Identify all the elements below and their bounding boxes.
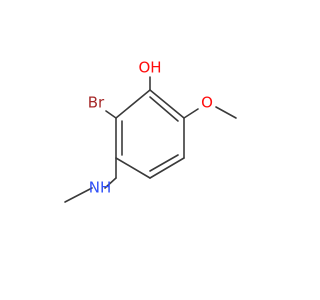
- bond-ch2-nh: [104, 177, 117, 189]
- atom-label-oh: OH: [138, 59, 161, 77]
- ring-bond-c4-c5: [115, 157, 151, 179]
- bond-o-ch3: [215, 106, 237, 119]
- ring-double-bond-inner-1: [149, 96, 179, 122]
- ring-double-bond-inner-2: [149, 154, 179, 172]
- bond-nh-ch3: [64, 187, 93, 203]
- ring-bond-c3-c4: [149, 157, 185, 179]
- bond-c2-o: [183, 108, 199, 119]
- atom-label-o: O: [201, 94, 213, 112]
- ring-bond-c6-c1: [115, 89, 151, 119]
- ring-bond-c1-c2: [149, 89, 185, 119]
- atom-label-nh: NH: [89, 179, 112, 197]
- molecule-canvas: OH Br O NH: [64, 58, 237, 203]
- molecule-structure: OH Br O NH: [64, 59, 237, 203]
- atom-label-br: Br: [88, 94, 105, 112]
- bond-c6-br: [105, 110, 117, 119]
